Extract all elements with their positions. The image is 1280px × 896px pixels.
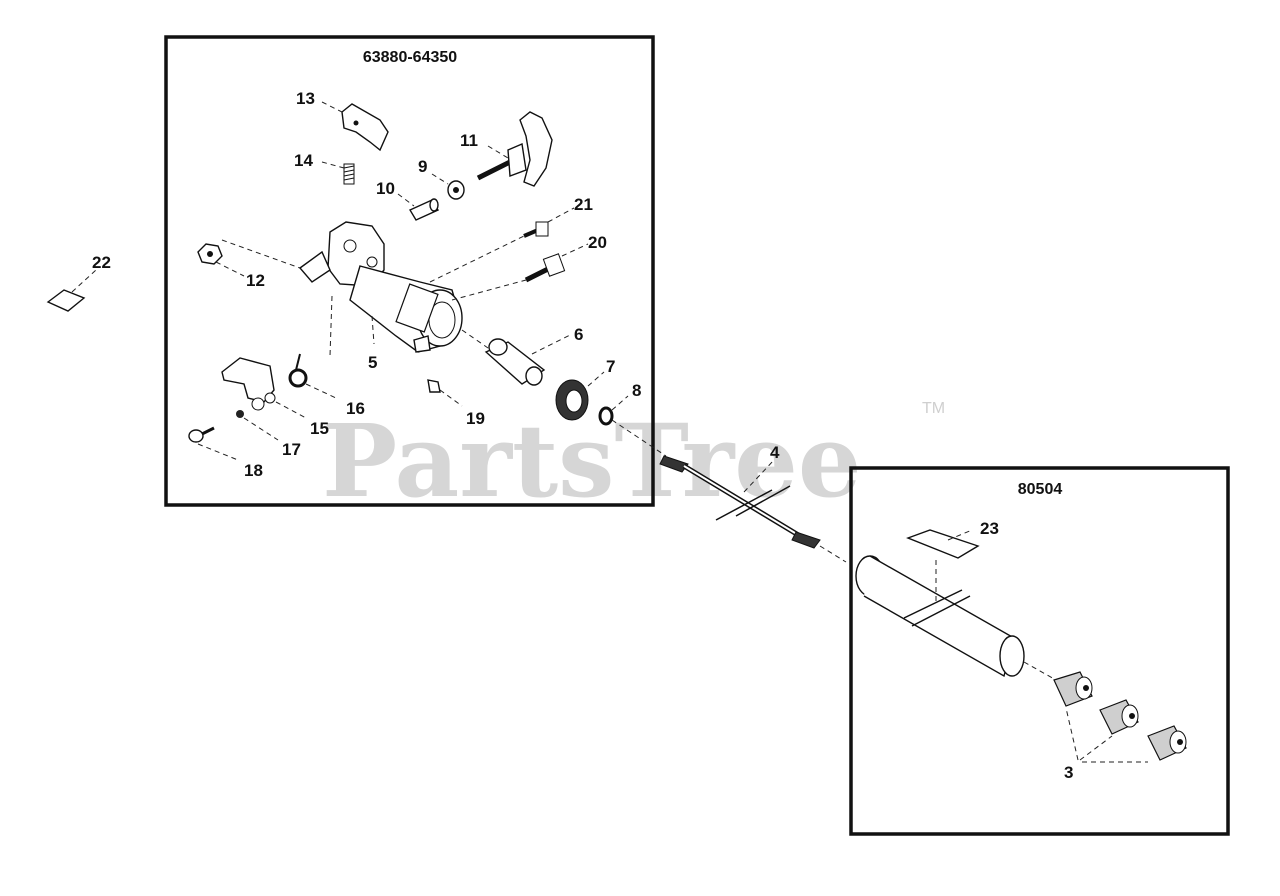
part-10-pin xyxy=(397,193,440,221)
callout-11: 11 xyxy=(460,131,478,150)
callout-20: 20 xyxy=(588,233,607,252)
callout-22: 22 xyxy=(92,253,111,272)
callout-7: 7 xyxy=(606,357,615,376)
part-8-snapring xyxy=(598,395,629,426)
part-16-spring xyxy=(288,353,337,399)
callout-16: 16 xyxy=(346,399,365,418)
callout-19: 19 xyxy=(466,409,485,428)
assembly-label-starter: 63880-64350 xyxy=(363,49,457,66)
assembly-label-tube: 80504 xyxy=(1018,481,1063,498)
assembly-box-tube xyxy=(849,466,1230,836)
part-7-bearing xyxy=(555,371,605,421)
part-9-washer xyxy=(431,173,465,200)
callout-13: 13 xyxy=(296,89,315,108)
part-21-screw xyxy=(523,207,575,238)
tube xyxy=(855,555,1057,681)
callout-18: 18 xyxy=(244,461,263,480)
part-20-bolt xyxy=(524,243,589,283)
watermark: PartsTree xyxy=(322,402,862,520)
part-4-driveshaft xyxy=(611,419,847,563)
part-6-shaft xyxy=(461,329,573,386)
callout-9: 9 xyxy=(418,157,427,176)
part-11-handle xyxy=(476,111,553,187)
part-3-bushings xyxy=(1053,671,1187,763)
callout-10: 10 xyxy=(376,179,395,198)
part-19-clip xyxy=(427,379,463,407)
part-17-nut xyxy=(236,410,279,441)
part-12-nut xyxy=(197,239,301,277)
callout-12: 12 xyxy=(246,271,265,290)
part-18-screw xyxy=(188,426,239,461)
part-15-bracket xyxy=(221,357,307,419)
callout-6: 6 xyxy=(574,325,583,344)
callout-14: 14 xyxy=(294,151,313,170)
callout-8: 8 xyxy=(632,381,641,400)
part-5-housing xyxy=(298,221,527,357)
part-14-spring xyxy=(321,161,355,185)
callout-21: 21 xyxy=(574,195,593,214)
callout-4: 4 xyxy=(770,443,780,462)
watermark-trademark: TM xyxy=(922,400,945,417)
callout-15: 15 xyxy=(310,419,329,438)
callout-17: 17 xyxy=(282,440,301,459)
callout-3: 3 xyxy=(1064,763,1073,782)
part-22-decal xyxy=(46,269,97,312)
assembly-box-starter xyxy=(164,35,655,507)
part-13-plate xyxy=(321,101,389,152)
callout-5: 5 xyxy=(368,353,377,372)
callout-23: 23 xyxy=(980,519,999,538)
part-23-label xyxy=(906,529,980,559)
